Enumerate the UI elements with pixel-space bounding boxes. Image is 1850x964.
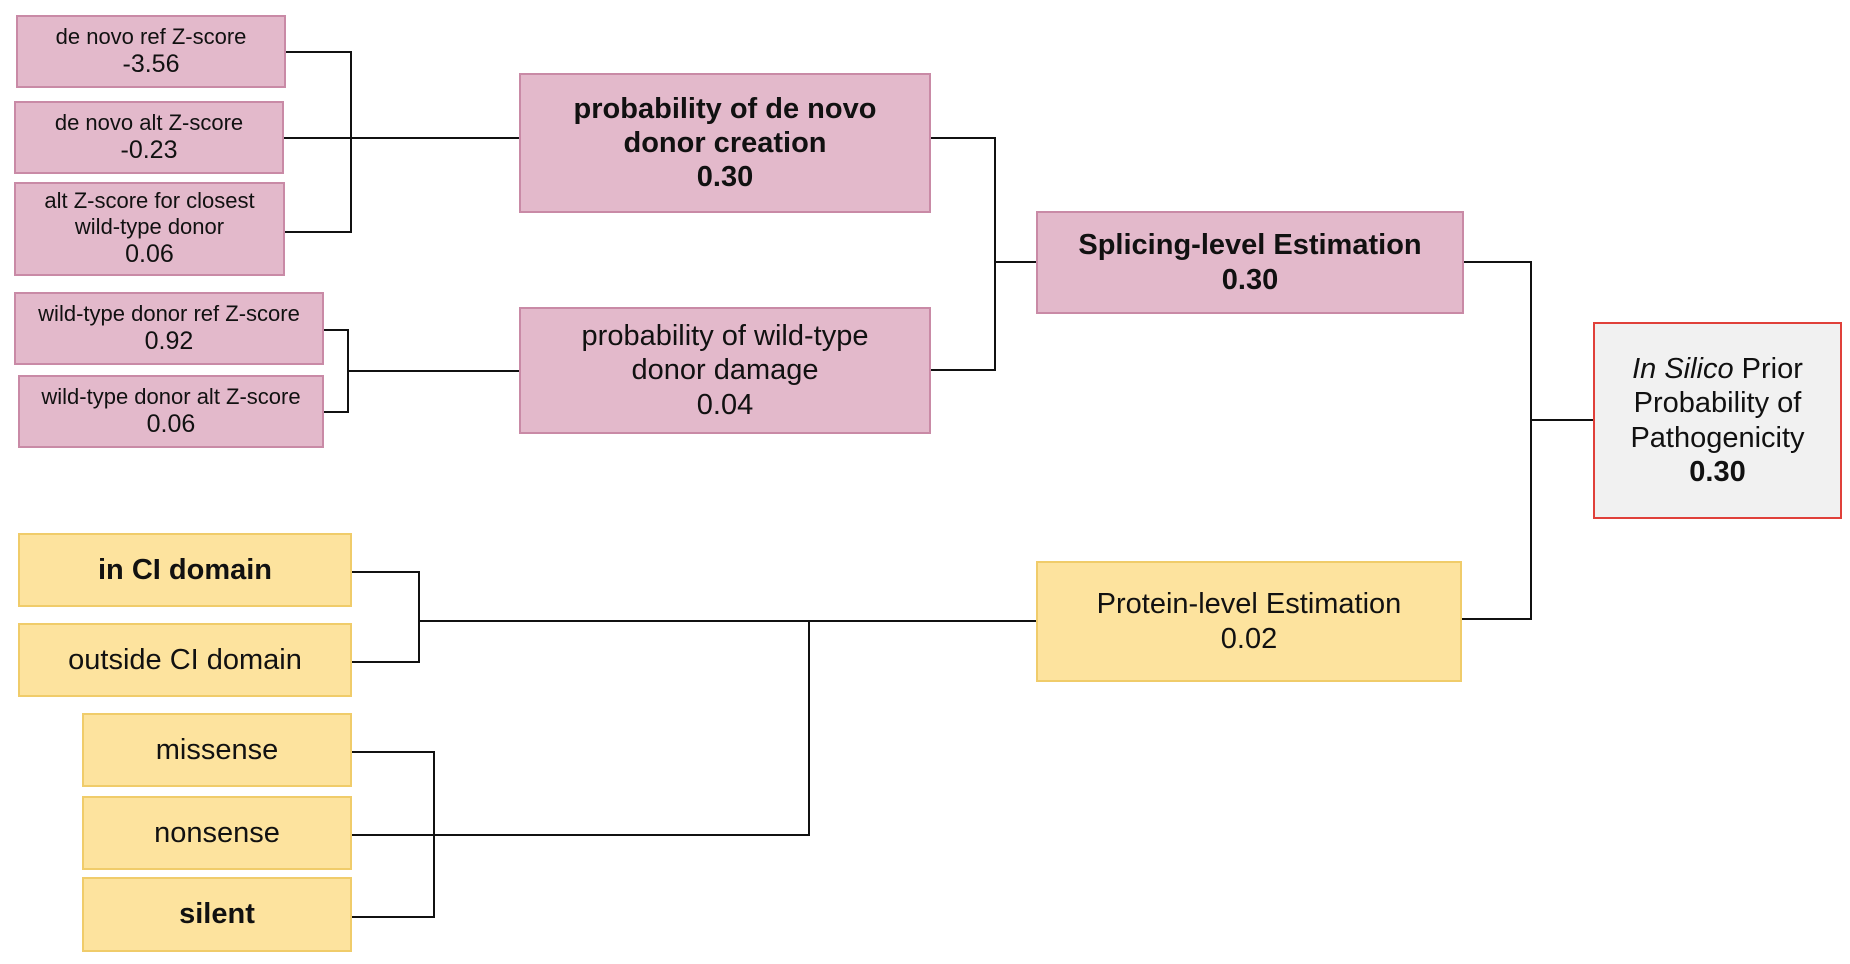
denovo-creation-box: probability of de novo donor creation 0.…: [519, 73, 931, 213]
wt-ref-label: wild-type donor ref Z-score: [38, 300, 300, 326]
in-silico-italic: In Silico: [1632, 353, 1734, 386]
connector-wt-inputs: [324, 329, 520, 413]
splicing-estimation-box: Splicing-level Estimation 0.30: [1036, 211, 1464, 314]
outside-ci-domain-label: outside CI domain: [68, 643, 302, 676]
connector-splicing-merge: [930, 137, 1040, 371]
prior-probability-title: In Silico Prior: [1632, 352, 1803, 386]
missense-box: missense: [82, 713, 352, 787]
silent-box: silent: [82, 877, 352, 952]
silent-label: silent: [179, 898, 255, 931]
in-ci-domain-box: in CI domain: [18, 533, 352, 607]
alt-closest-zscore-box: alt Z-score for closest wild-type donor …: [14, 182, 285, 276]
wt-damage-label-2: donor damage: [631, 354, 819, 387]
nonsense-box: nonsense: [82, 796, 352, 870]
connector-denovo-inputs: [283, 51, 520, 233]
nonsense-label: nonsense: [154, 816, 280, 849]
wt-alt-value: 0.06: [146, 409, 196, 438]
prior-probability-line-3: Pathogenicity: [1630, 421, 1805, 454]
alt-closest-value: 0.06: [125, 240, 174, 269]
wt-alt-zscore-box: wild-type donor alt Z-score 0.06: [18, 375, 324, 448]
in-ci-domain-label: in CI domain: [98, 553, 272, 586]
wt-ref-zscore-box: wild-type donor ref Z-score 0.92: [14, 292, 324, 365]
denovo-alt-zscore-box: de novo alt Z-score -0.23: [14, 101, 284, 174]
protein-estimation-value: 0.02: [1220, 622, 1278, 655]
wt-damage-label-1: probability of wild-type: [581, 320, 869, 353]
alt-closest-label-1: alt Z-score for closest: [44, 188, 255, 214]
protein-estimation-box: Protein-level Estimation 0.02: [1036, 561, 1462, 682]
wt-damage-box: probability of wild-type donor damage 0.…: [519, 307, 931, 434]
wt-damage-value: 0.04: [696, 388, 754, 421]
missense-label: missense: [155, 733, 279, 766]
denovo-creation-label-1: probability of de novo: [573, 92, 877, 125]
denovo-creation-value: 0.30: [696, 161, 754, 194]
denovo-ref-label: de novo ref Z-score: [55, 23, 247, 49]
splicing-estimation-label: Splicing-level Estimation: [1078, 229, 1422, 262]
wt-ref-value: 0.92: [144, 326, 194, 355]
denovo-creation-label-2: donor creation: [623, 126, 827, 159]
denovo-ref-value: -3.56: [122, 49, 180, 78]
wt-alt-label: wild-type donor alt Z-score: [41, 383, 301, 409]
connector-final-merge: [1462, 261, 1593, 620]
denovo-alt-value: -0.23: [120, 135, 178, 164]
denovo-alt-label: de novo alt Z-score: [54, 109, 244, 135]
splicing-estimation-value: 0.30: [1221, 263, 1279, 296]
prior-word: Prior: [1733, 353, 1803, 386]
prior-probability-line-2: Probability of: [1633, 387, 1802, 420]
connector-domain-merge: [352, 571, 1040, 663]
denovo-ref-zscore-box: de novo ref Z-score -3.56: [16, 15, 286, 88]
connector-consequence-merge: [352, 621, 810, 918]
protein-estimation-label: Protein-level Estimation: [1096, 588, 1402, 621]
alt-closest-label-2: wild-type donor: [74, 214, 225, 240]
prior-probability-box: In Silico Prior Probability of Pathogeni…: [1593, 322, 1842, 519]
outside-ci-domain-box: outside CI domain: [18, 623, 352, 697]
prior-probability-value: 0.30: [1689, 455, 1746, 488]
